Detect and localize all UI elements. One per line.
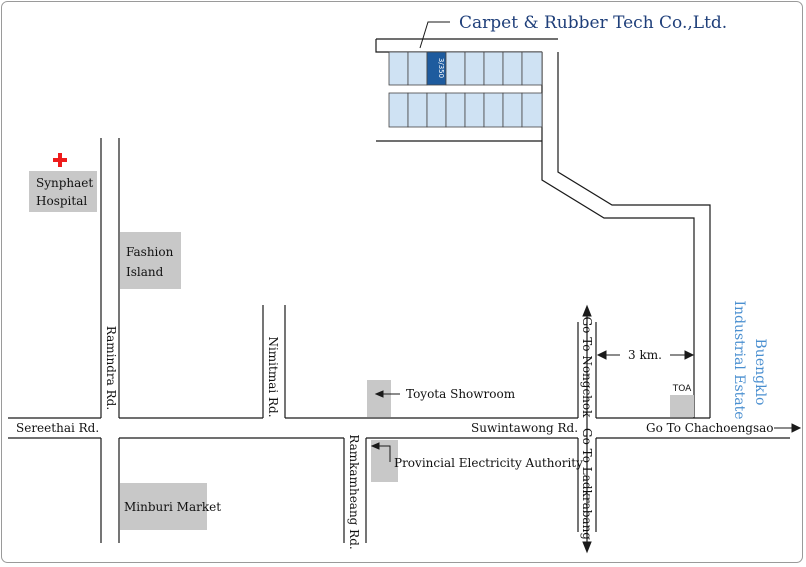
ramindra-road-lower (100, 438, 120, 543)
company-name: Carpet & Rubber Tech Co.,Ltd. (459, 13, 727, 33)
estate-name-line1: Buengklo (752, 339, 768, 406)
hospital-landmark (29, 171, 97, 212)
estate-unit (502, 92, 523, 128)
sereethai-road-label: Sereethai Rd. (16, 421, 99, 435)
fashion-island-line2: Island (126, 265, 164, 279)
estate-unit (388, 51, 409, 86)
ladkrabang-direction-label: Go To Ladkrabang (580, 428, 594, 540)
cross-horizontal (53, 158, 67, 162)
company-unit-number: 3/350 (437, 58, 445, 78)
distance-arrow-left-icon (596, 350, 607, 360)
estate-top-lane (375, 38, 558, 53)
hospital-name-line2: Hospital (36, 194, 87, 208)
minburi-market-landmark (120, 483, 207, 530)
toyota-arrow-icon (374, 390, 384, 398)
pea-pointer-line (375, 445, 391, 462)
ladkrabang-road (577, 438, 597, 532)
nimitmai-road (262, 305, 286, 418)
estate-unit (521, 51, 543, 86)
company-callout-line (419, 21, 450, 49)
hospital-name-line1: Synphaet (36, 176, 93, 190)
estate-unit (502, 51, 523, 86)
minburi-market-label: Minburi Market (124, 500, 221, 514)
estate-unit-row-top (388, 51, 543, 86)
hospital-cross-icon (53, 153, 67, 167)
ramindra-road-label: Ramindra Rd. (104, 326, 118, 410)
estate-unit (407, 51, 428, 86)
estate-unit (464, 92, 485, 128)
pea-pointer (370, 442, 391, 462)
chachoengsao-direction-label: Go To Chachoengsao (646, 421, 774, 435)
suwintawong-road-label: Suwintawong Rd. (471, 421, 578, 435)
east-arrow (774, 423, 802, 433)
ramkamheang-road (343, 438, 367, 543)
estate-unit (521, 92, 543, 128)
fashion-island-landmark (120, 232, 181, 289)
arrow-east-icon (791, 423, 802, 433)
nongchok-direction-label: Go To Nongchok (580, 317, 594, 419)
pea-label: Provincial Electricity Authority (394, 456, 583, 470)
road-network (8, 38, 790, 543)
access-road-inner (541, 52, 695, 418)
toyota-pointer (374, 390, 400, 398)
arrow-north-icon (582, 304, 592, 317)
estate-unit (445, 51, 466, 86)
estate-unit (445, 92, 466, 128)
toa-landmark (670, 395, 694, 417)
nimitmai-road-label: Nimitmai Rd. (266, 336, 280, 417)
estate-name-line2: Industrial Estate (731, 300, 747, 419)
access-road-outer (557, 52, 711, 418)
estate-unit (388, 92, 409, 128)
estate-unit (407, 92, 428, 128)
distance-label: 3 km. (628, 348, 662, 362)
arrow-south-icon (582, 541, 592, 554)
ramkamheang-road-label: Ramkamheang Rd. (347, 434, 361, 549)
estate-unit (483, 51, 504, 86)
toyota-showroom-label: Toyota Showroom (406, 387, 516, 401)
fashion-island-line1: Fashion (126, 245, 174, 259)
nongchok-road (577, 322, 597, 418)
distance-arrow-right-icon (684, 350, 695, 360)
pea-arrow-icon (370, 442, 380, 450)
north-south-arrows (582, 304, 592, 554)
estate-unit (483, 92, 504, 128)
ramindra-road-upper (100, 138, 120, 418)
toa-label: TOA (672, 384, 692, 394)
estate-unit (464, 51, 485, 86)
estate-unit-row-bottom (388, 92, 543, 128)
distance-measure (596, 350, 695, 360)
toyota-showroom-landmark (367, 380, 391, 417)
estate-unit (426, 92, 447, 128)
